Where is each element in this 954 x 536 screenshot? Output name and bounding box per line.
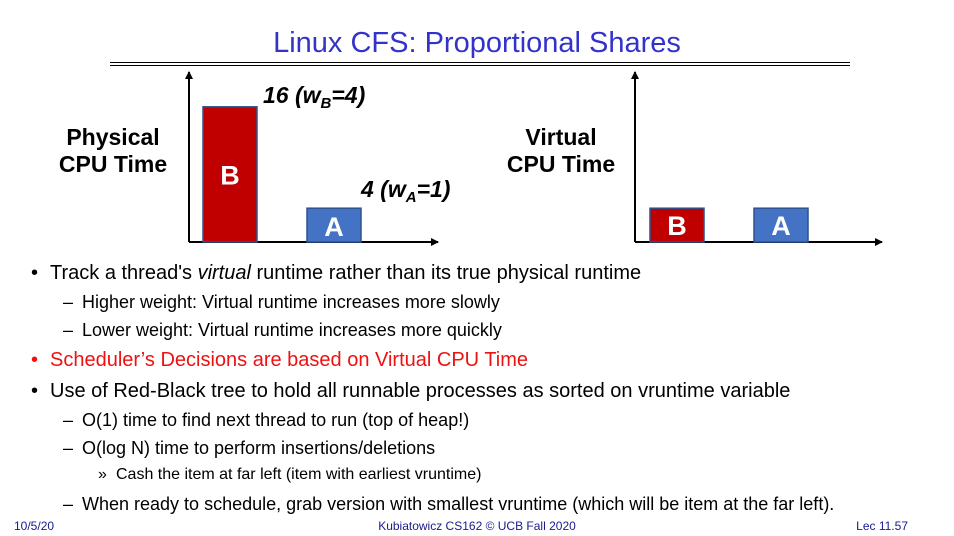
physical-bar-a [306,207,362,243]
bullet-marker: – [63,438,74,458]
physical-cpu-chart: Physical CPU Time B 16 (wB=4) A 4 (wA=1) [59,71,450,246]
bullet-level-1: Use of Red-Black tree to hold all runnab… [50,380,791,402]
bullet-marker: • [31,262,39,284]
physical-bar-label-b: B [220,160,240,190]
slide-title: Linux CFS: Proportional Shares [273,27,681,59]
bullet-level-2: Higher weight: Virtual runtime increases… [82,292,500,312]
physical-ylabel-line2: CPU Time [59,151,167,177]
virtual-bar-label-a: A [771,211,791,241]
bullet-level-3: Cash the item at far left (item with ear… [116,466,482,483]
bullet-marker: • [31,380,39,402]
title-rule-secondary [110,65,850,66]
bullet-level-2: When ready to schedule, grab version wit… [82,494,835,514]
title-rule [110,62,850,63]
bullet-level-2: O(log N) time to perform insertions/dele… [82,438,436,458]
physical-annotation-a: 4 (wA=1) [360,176,450,206]
footer-date: 10/5/20 [14,519,55,533]
virtual-bar-a [753,207,809,243]
bullet-marker: » [98,466,107,483]
physical-ylabel-line1: Physical [66,124,159,150]
virtual-ylabel-line1: Virtual [525,124,596,150]
footer-lecture: Lec 11.57 [856,519,908,533]
virtual-bar-label-b: B [667,211,687,241]
physical-annotation-b: 16 (wB=4) [263,82,365,112]
bullet-level-1: Track a thread's virtual runtime rather … [50,262,642,284]
bullet-marker: – [63,410,74,430]
virtual-cpu-chart: Virtual CPU Time B A [507,71,883,246]
bullet-level-2: O(1) time to find next thread to run (to… [82,410,470,430]
bullet-marker: • [31,349,39,371]
bullet-marker: – [63,292,74,312]
bullet-marker: – [63,494,74,514]
physical-bar-label-a: A [324,212,344,242]
virtual-bar-b [649,207,705,243]
footer-course: Kubiatowicz CS162 © UCB Fall 2020 [378,519,576,533]
physical-bar-b [202,106,258,243]
bullet-marker: – [63,320,74,340]
virtual-ylabel-line2: CPU Time [507,151,615,177]
bullet-level-1: Scheduler’s Decisions are based on Virtu… [50,349,529,371]
bullet-level-2: Lower weight: Virtual runtime increases … [82,320,502,340]
